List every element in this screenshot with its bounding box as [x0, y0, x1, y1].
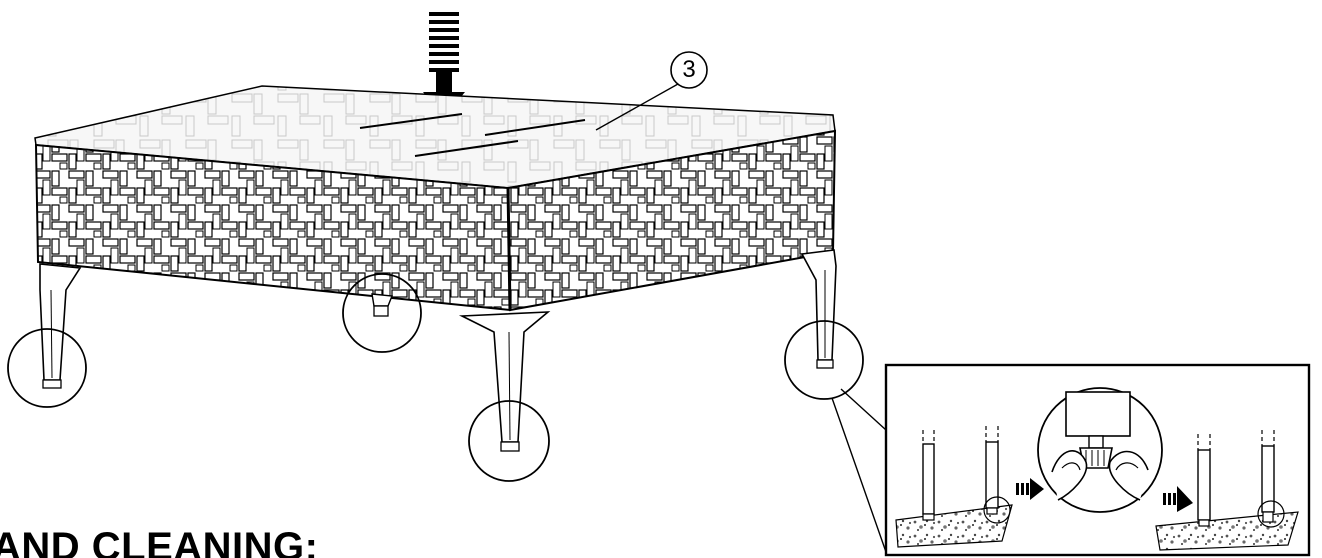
section-heading-text: AND CLEANING: — [0, 527, 319, 558]
callout-leader-line — [595, 83, 679, 131]
adjust-foot-magnified — [1037, 387, 1163, 513]
right-arrow-icon — [1163, 486, 1193, 512]
leveled-ground-step — [1155, 430, 1299, 551]
detail-circle-left-foot — [7, 328, 87, 408]
detail-circle-back-foot — [342, 273, 422, 353]
table-leg-front-center — [458, 311, 551, 452]
table-leg-front-right — [800, 249, 837, 369]
section-heading: AND CLEANING: — [0, 527, 318, 558]
callout-circle — [670, 51, 708, 89]
table-leg-front-left — [39, 263, 82, 389]
uneven-ground-step — [895, 426, 1013, 548]
inset-leader-line-bottom — [831, 397, 887, 553]
right-arrow-icon — [1016, 478, 1044, 500]
detail-circle-right-foot — [784, 320, 864, 400]
part-number-label: 3 — [682, 56, 696, 83]
inset-leader-line-top — [840, 388, 887, 431]
detail-circle-center-foot — [468, 400, 550, 482]
table-leg-back-middle — [371, 293, 393, 317]
leveling-detail-inset — [884, 363, 1311, 557]
